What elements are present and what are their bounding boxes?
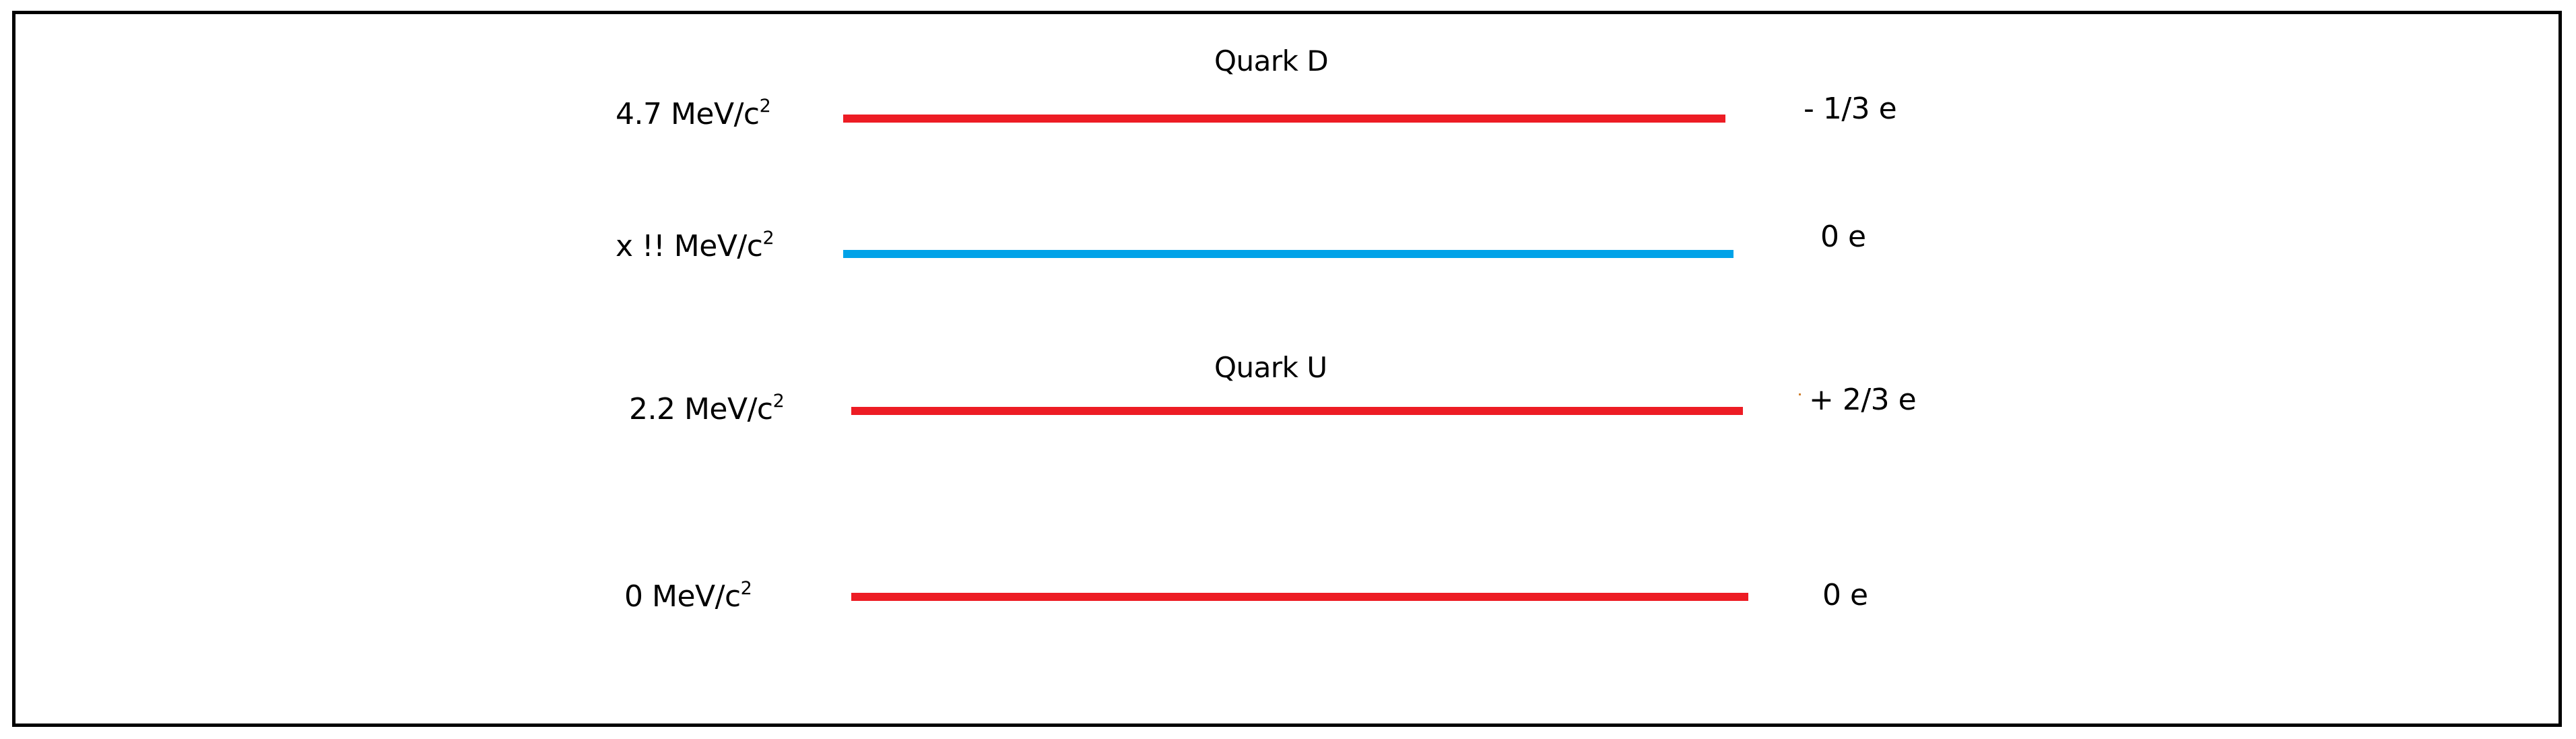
ground-charge: 0 e	[1822, 578, 1868, 612]
ground-mass-value: 0 MeV/c	[624, 579, 741, 614]
quark-d-title: Quark D	[1214, 44, 1329, 77]
unknown-mass-value: x !! MeV/c	[616, 229, 763, 263]
quark-u-mass-value: 2.2 MeV/c	[629, 392, 773, 426]
unknown-mass-exponent: 2	[762, 228, 774, 249]
quark-d-mass-value: 4.7 MeV/c	[616, 97, 760, 131]
quark-u-level-line	[851, 407, 1743, 415]
ground-mass-exponent: 2	[740, 578, 752, 599]
quark-u-title: Quark U	[1214, 351, 1327, 384]
diagram-frame	[12, 11, 2562, 727]
ground-mass-label: 0 MeV/c2	[624, 579, 752, 614]
stray-dot	[1799, 393, 1801, 395]
unknown-mass-label: x !! MeV/c2	[616, 229, 774, 263]
unknown-level-line	[843, 250, 1733, 258]
quark-d-mass-exponent: 2	[759, 96, 771, 117]
unknown-charge: 0 e	[1820, 220, 1866, 254]
quark-d-charge: - 1/3 e	[1804, 92, 1897, 126]
quark-d-level-line	[843, 115, 1725, 123]
quark-u-mass-exponent: 2	[772, 391, 785, 412]
quark-d-mass-label: 4.7 MeV/c2	[616, 97, 771, 131]
quark-u-charge: + 2/3 e	[1809, 383, 1917, 417]
ground-level-line	[851, 593, 1748, 601]
quark-u-mass-label: 2.2 MeV/c2	[629, 392, 785, 426]
